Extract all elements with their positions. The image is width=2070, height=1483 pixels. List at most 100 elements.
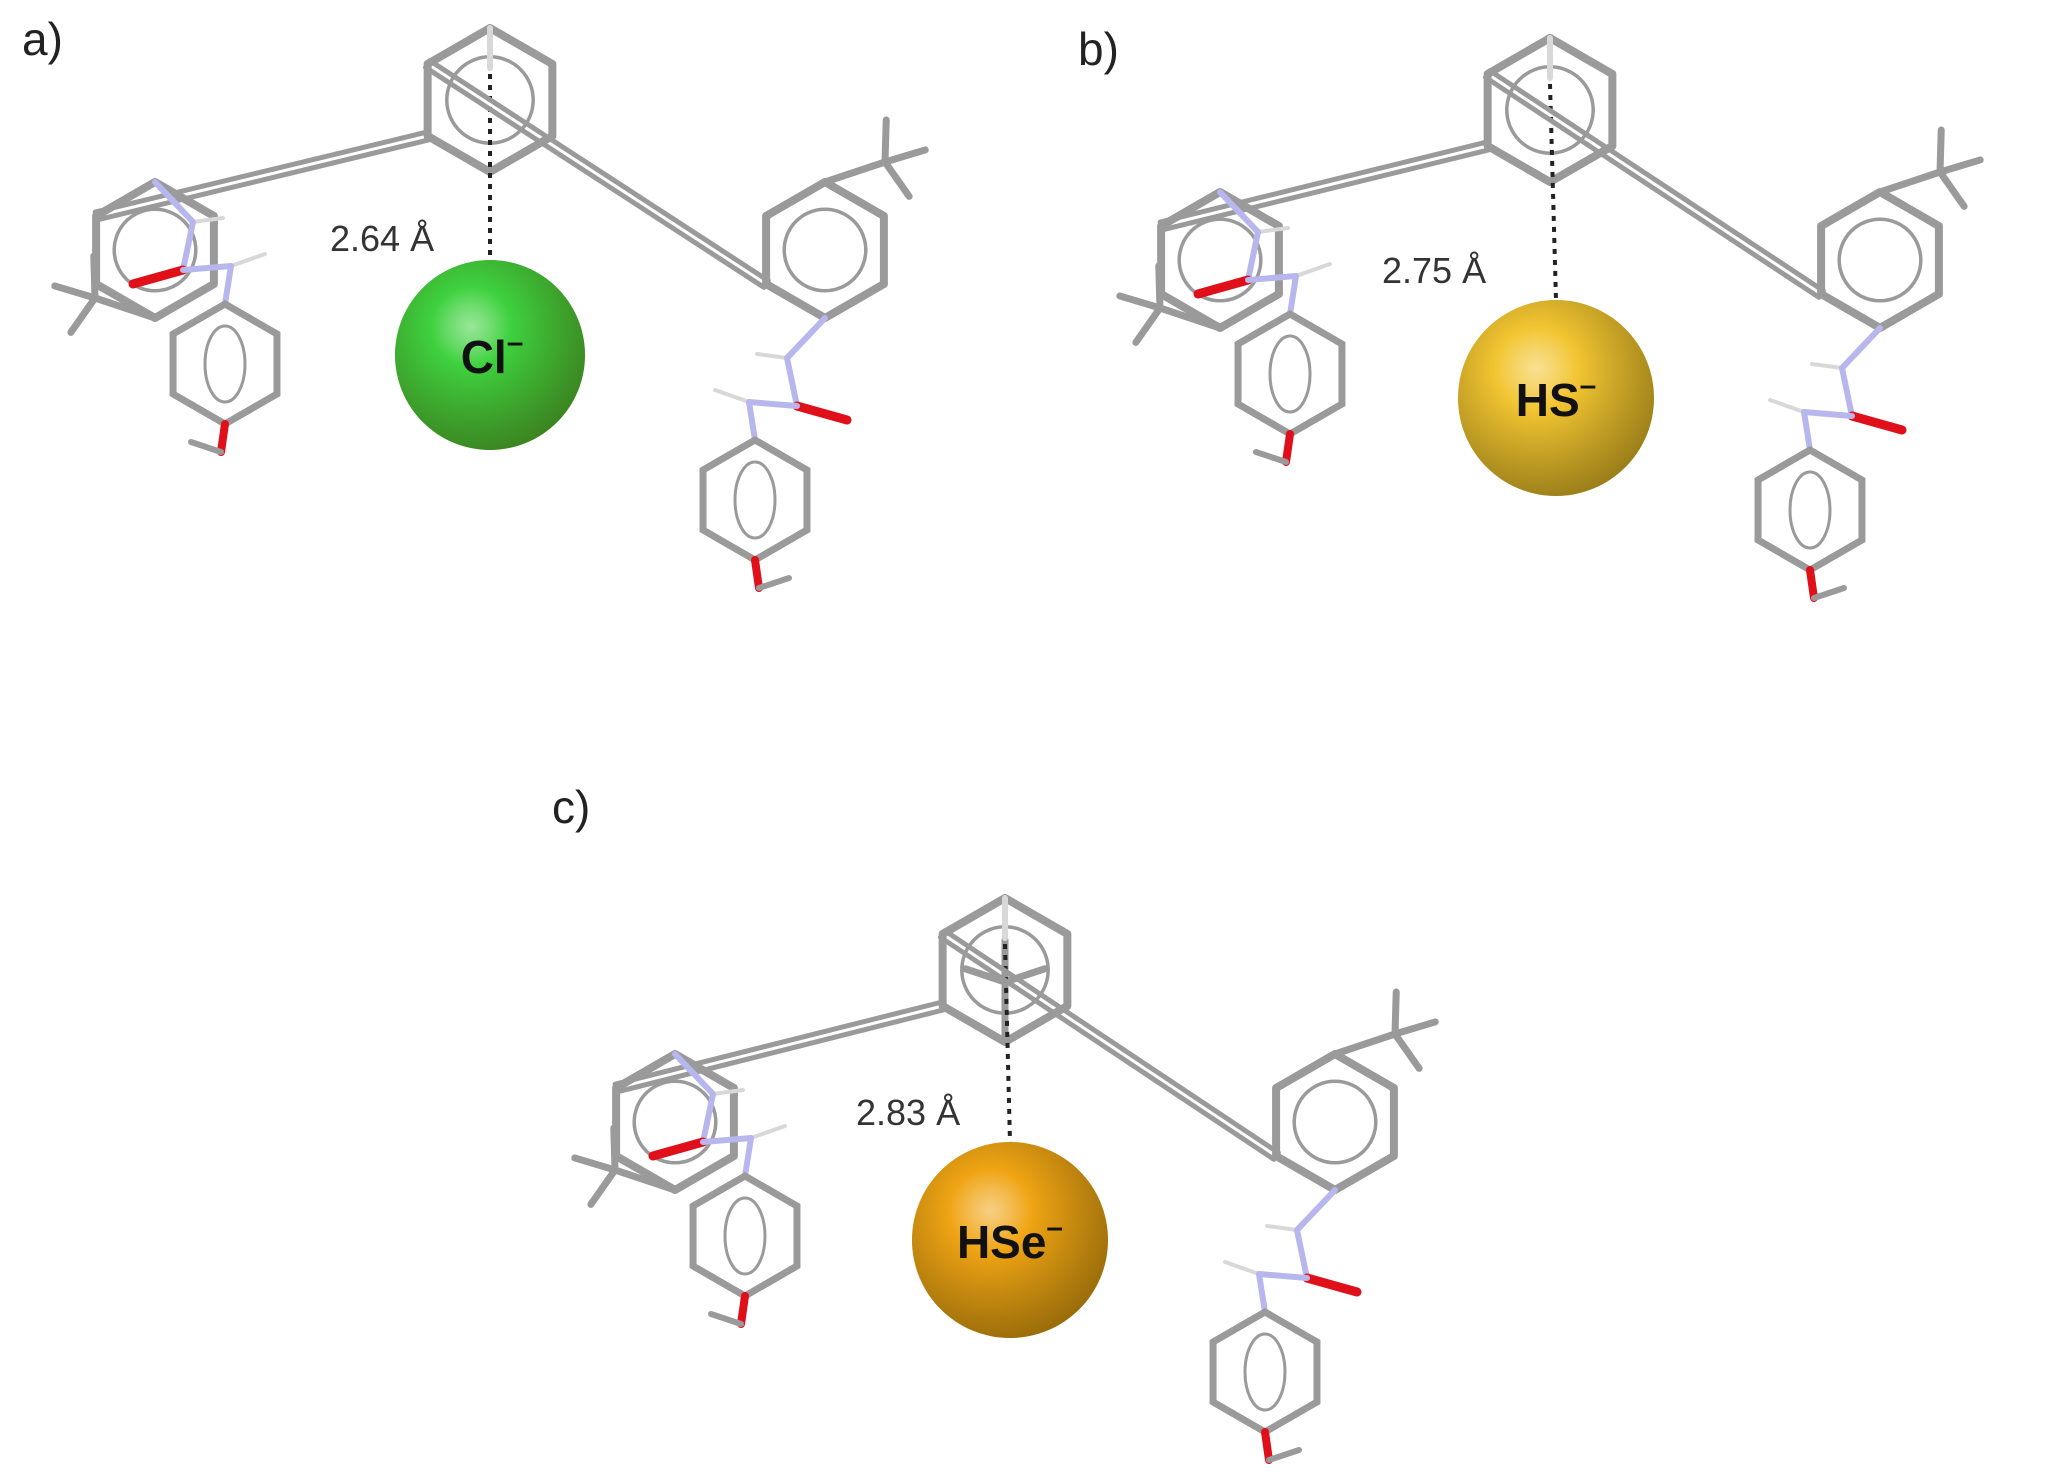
ion-label-c: HSe– (957, 1211, 1063, 1269)
ion-charge-b: – (1579, 369, 1597, 403)
nh-bond (1768, 398, 1806, 414)
n-aryl-bond (222, 263, 234, 307)
nh-bond (713, 388, 751, 404)
cn-bond (1294, 1227, 1310, 1281)
tbu-stem (611, 1166, 679, 1194)
methoxy-bond (188, 439, 224, 455)
ether-bond (217, 420, 229, 456)
ion-label-b: HS– (1516, 369, 1597, 427)
cn-bond (1801, 409, 1855, 419)
carbonyl-bond (1847, 411, 1907, 435)
aromatic-circle (203, 324, 247, 404)
n-bond (672, 1051, 716, 1097)
tbu-stem (1876, 168, 1944, 196)
aromatic-circle (112, 207, 198, 293)
molecule-c (571, 894, 1439, 1464)
aromatic-circle (632, 1079, 718, 1165)
alkyne-bond (1157, 139, 1490, 225)
methyl-bond (961, 965, 1009, 986)
n-aryl-bond (742, 1135, 754, 1179)
molecule-b (1116, 34, 1984, 602)
cn-bond (180, 219, 196, 273)
methyl-bond (881, 146, 929, 166)
methyl-bond (90, 252, 99, 302)
alkyne-bond (92, 129, 430, 215)
nh-bond (1256, 226, 1290, 234)
methyl-bond (587, 1166, 619, 1208)
anisyl-ring (689, 1171, 801, 1301)
methoxy-bond (1811, 585, 1847, 601)
panel-label-b: b) (1078, 23, 1119, 75)
methoxy-bond (1253, 449, 1289, 465)
hydrogen-bond-dashed (1003, 943, 1012, 1143)
distance-label-c: 2.83 Å (856, 1092, 961, 1133)
cn-bond (746, 399, 800, 409)
ion-charge-c: – (1046, 1211, 1064, 1245)
methyl-bond (1391, 988, 1400, 1038)
methyl-bond (1936, 126, 1945, 176)
ether-bond (1806, 566, 1818, 602)
cn-bond (1256, 1271, 1310, 1281)
panel-c: c) 2.83 Å HSe– (520, 740, 1580, 1483)
ion-symbol-c: HSe (956, 1215, 1047, 1268)
central-ring (423, 24, 557, 176)
cn-bond (784, 355, 800, 409)
nh-bond (755, 352, 789, 360)
methoxy-bond (1266, 1447, 1302, 1463)
methyl-bond (1116, 292, 1164, 312)
panel-b: b) 2.75 Å HS– (1030, 0, 2070, 690)
aromatic-circle (723, 1196, 767, 1276)
anisyl-ring (1754, 445, 1866, 575)
panel-label-c: c) (552, 781, 591, 833)
methyl-bond (881, 116, 890, 166)
cn-bond (1245, 229, 1261, 283)
nh-bond (749, 1124, 787, 1140)
nh-bond (1294, 262, 1332, 278)
anisyl-ring (1209, 1307, 1321, 1437)
alkyne-bond (942, 928, 1281, 1156)
anisyl-ring (169, 299, 281, 429)
ion-charge-a: – (506, 326, 524, 360)
nh-bond (1223, 1260, 1261, 1276)
tbu-stem (1331, 1030, 1399, 1058)
methoxy-bond (708, 1311, 744, 1327)
alkyne-bond (1487, 68, 1826, 294)
ether-bond (1282, 430, 1294, 466)
methyl-bond (881, 158, 913, 200)
tbu-stem (1156, 304, 1224, 332)
cn-bond (700, 1135, 754, 1145)
methyl-bond (67, 294, 99, 336)
n-aryl-bond (1256, 1271, 1268, 1315)
aromatic-circle (782, 207, 868, 293)
ether-bond (1261, 1428, 1273, 1464)
aromatic-circle (1243, 1332, 1287, 1412)
panel-a: a) 2.64 Å Cl– (0, 0, 1030, 680)
carbonyl-bond (648, 1137, 708, 1161)
aromatic-circle (1177, 217, 1263, 303)
ion-label-a: Cl– (461, 326, 524, 384)
distance-label-a: 2.64 Å (330, 218, 435, 259)
aromatic-circle (733, 460, 777, 540)
n-aryl-bond (746, 399, 758, 443)
n-aryl-bond (1287, 273, 1299, 317)
n-bond (1294, 1187, 1338, 1233)
carbonyl-bond (1193, 275, 1253, 299)
anisyl-ring (1234, 309, 1346, 439)
methyl-bond (610, 1124, 619, 1174)
nh-bond (711, 1088, 745, 1096)
aromatic-circle (1837, 217, 1923, 303)
cn-bond (180, 263, 234, 273)
ion-symbol-b: HS (1515, 373, 1580, 426)
n-bond (784, 315, 828, 361)
cn-bond (700, 1091, 716, 1145)
anisyl-ring (699, 435, 811, 565)
carbonyl-bond (792, 401, 852, 425)
nh-bond (229, 252, 267, 268)
n-aryl-bond (1801, 409, 1813, 453)
nh-bond (191, 216, 225, 224)
alkyne-bond (422, 64, 767, 290)
alkyne-bond (1482, 74, 1822, 300)
aromatic-circle (1292, 1079, 1378, 1165)
n-bond (1217, 189, 1261, 235)
nh-bond (1810, 362, 1844, 370)
